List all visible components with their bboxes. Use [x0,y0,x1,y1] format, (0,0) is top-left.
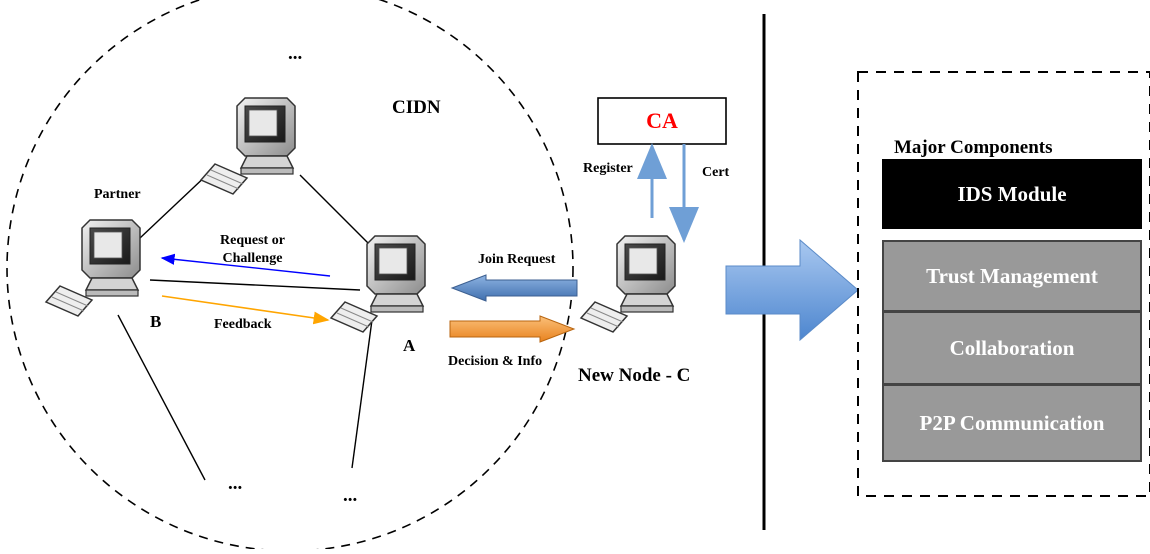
ids-module-box: IDS Module [882,159,1142,229]
collaboration-box: Collaboration [882,311,1142,385]
link-b-bottom [117,314,206,481]
register-label: Register [583,161,633,176]
link-top-a [299,174,376,251]
link-a-bottom [351,319,373,469]
ellipsis-bottom-right: ... [343,485,358,506]
decision-info-label: Decision & Info [448,354,543,369]
decision-info-arrow [449,315,576,343]
computer-top [200,97,296,195]
node-b-label: B [150,312,162,331]
cert-label: Cert [702,165,730,180]
cidn-title: CIDN [392,97,441,118]
request-challenge-label: Request or Challenge [220,233,285,267]
trust-management-box: Trust Management [882,240,1142,312]
new-node-label: New Node - C [578,365,691,386]
ellipsis-top: ... [288,43,303,64]
link-b-a [149,279,361,291]
computer-c [580,235,676,333]
computer-a [330,235,426,333]
node-a-label: A [403,336,416,355]
feedback-label: Feedback [214,317,272,332]
p2p-communication-box: P2P Communication [882,384,1142,462]
components-arrow [725,238,859,342]
computer-b [45,219,141,317]
ca-box [597,97,727,145]
join-request-arrow [450,274,578,302]
join-request-label: Join Request [478,252,556,267]
partner-label: Partner [94,187,141,202]
ellipsis-bottom-left: ... [228,473,243,494]
cidn-boundary [6,0,574,552]
components-frame [857,71,1150,497]
components-title: Major Components [894,137,1053,158]
feedback-arrow [161,295,330,325]
ca-label: CA [646,108,678,133]
request-arrow [160,253,331,277]
link-top-partner [139,171,211,239]
